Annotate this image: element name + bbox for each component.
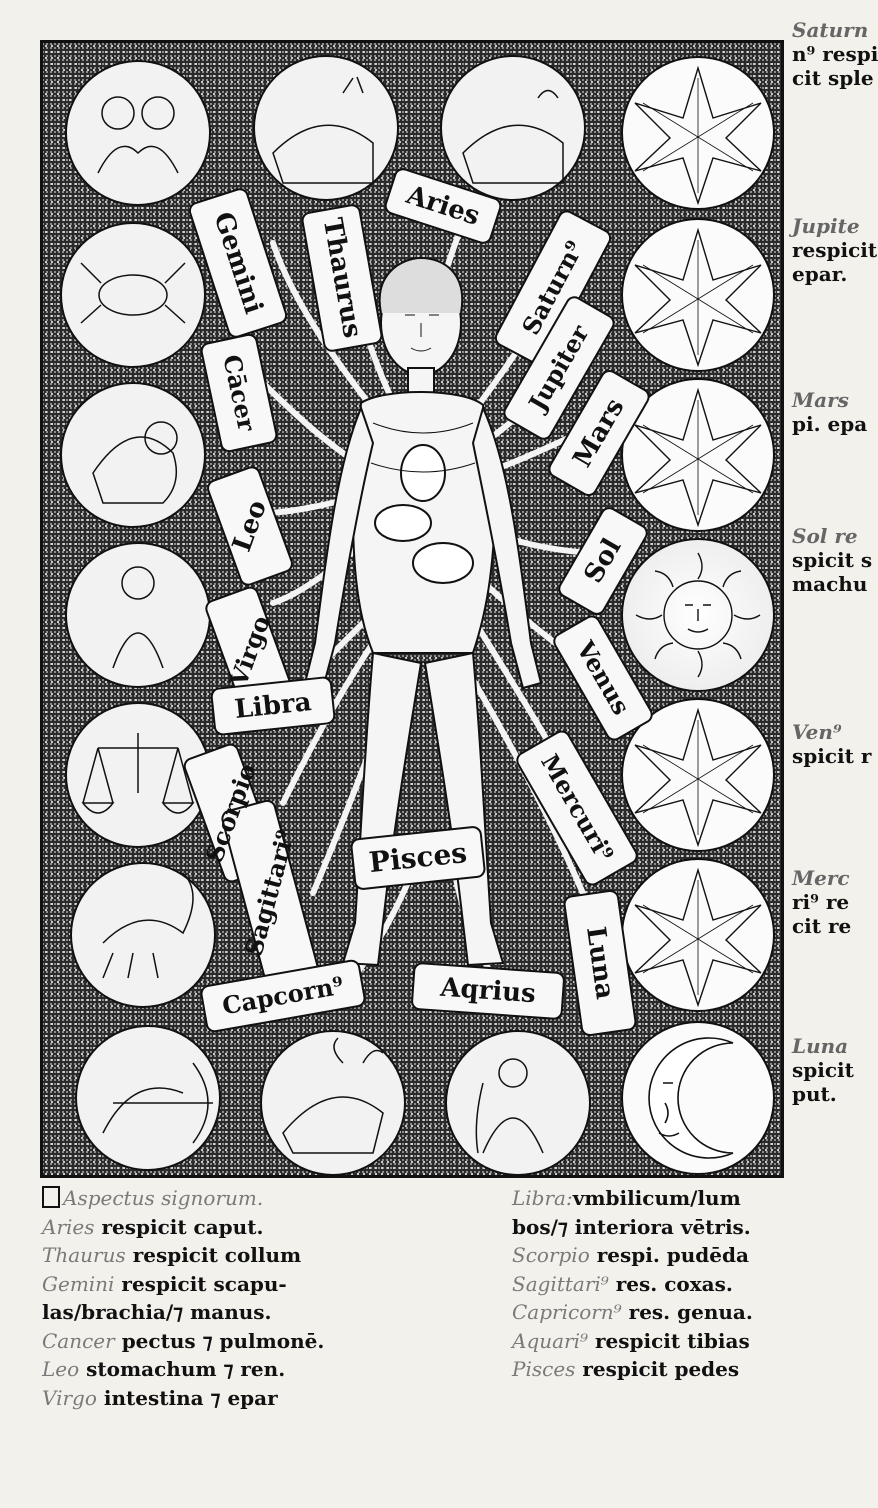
margin-note-luna: Luna spicit put. xyxy=(792,1034,854,1106)
luna-roundel xyxy=(621,1021,775,1175)
margin-note-mercurius: Merc ri⁹ re cit re xyxy=(792,866,852,938)
text-line: Scorpio respi. pudēda xyxy=(512,1243,749,1267)
text-line: Gemini respicit scapu- xyxy=(42,1271,287,1296)
aries-roundel xyxy=(440,55,586,201)
margin-note-sol: Sol re spicit s machu xyxy=(792,524,873,596)
banners xyxy=(183,168,653,1037)
banner-aquarius: Aqrius xyxy=(438,973,536,1010)
text-line: Virgo intestina ⁊ epar xyxy=(42,1385,278,1410)
text-line: Capricorn⁹ res. genua. xyxy=(512,1300,753,1324)
sun-face-icon xyxy=(635,552,761,678)
text-line: Aries respicit caput. xyxy=(42,1214,264,1239)
sagittarius-roundel xyxy=(75,1025,221,1171)
margin-note-saturn: Saturn n⁹ respi cit sple xyxy=(792,18,878,90)
aquarius-roundel xyxy=(445,1030,591,1176)
zodiac-man-woodcut: Gemini Thaurus Aries Saturn⁹ Cācer Jupit… xyxy=(40,40,784,1178)
margin-note-mars: Mars pi. epa xyxy=(792,388,868,436)
cancer-roundel xyxy=(60,222,206,368)
margin-note-jupiter: Jupite respicit epar. xyxy=(792,214,878,286)
aspectus-text-left: Aspectus signorum. Aries respicit caput.… xyxy=(42,1184,324,1412)
star-icons xyxy=(634,65,762,1008)
virgo-roundel xyxy=(65,542,211,688)
zodiac-roundels-bottom xyxy=(260,1030,591,1176)
zodiac-roundels-left xyxy=(60,60,221,1171)
capricorn-roundel xyxy=(260,1030,406,1176)
moon-face-icon xyxy=(648,1037,734,1159)
text-line: Cancer pectus ⁊ pulmonē. xyxy=(42,1328,325,1353)
aspectus-text-right: Libra:vmbilicum/lum bos/⁊ interiora vētr… xyxy=(512,1184,753,1384)
margin-note-venus: Ven⁹ spicit r xyxy=(792,720,872,768)
aspectus-heading: Aspectus signorum. xyxy=(42,1184,324,1213)
text-line: Sagittari⁹ res. coxas. xyxy=(512,1271,733,1296)
text-line: Leo stomachum ⁊ ren. xyxy=(42,1357,286,1381)
leo-roundel xyxy=(60,382,206,528)
gemini-roundel xyxy=(65,60,211,206)
text-line: Pisces respicit pedes xyxy=(512,1357,740,1381)
text-line: Aquari⁹ respicit tibias xyxy=(512,1328,750,1353)
text-line: Thaurus respicit collum xyxy=(42,1243,302,1267)
text-line: Libra:vmbilicum/lum xyxy=(512,1186,741,1210)
scorpio-roundel xyxy=(70,862,216,1008)
text-line: bos/⁊ interiora vētris. xyxy=(512,1214,751,1239)
paragraph-mark-icon xyxy=(42,1186,60,1208)
text-line: las/brachia/⁊ manus. xyxy=(42,1300,272,1324)
taurus-roundel xyxy=(253,55,399,201)
